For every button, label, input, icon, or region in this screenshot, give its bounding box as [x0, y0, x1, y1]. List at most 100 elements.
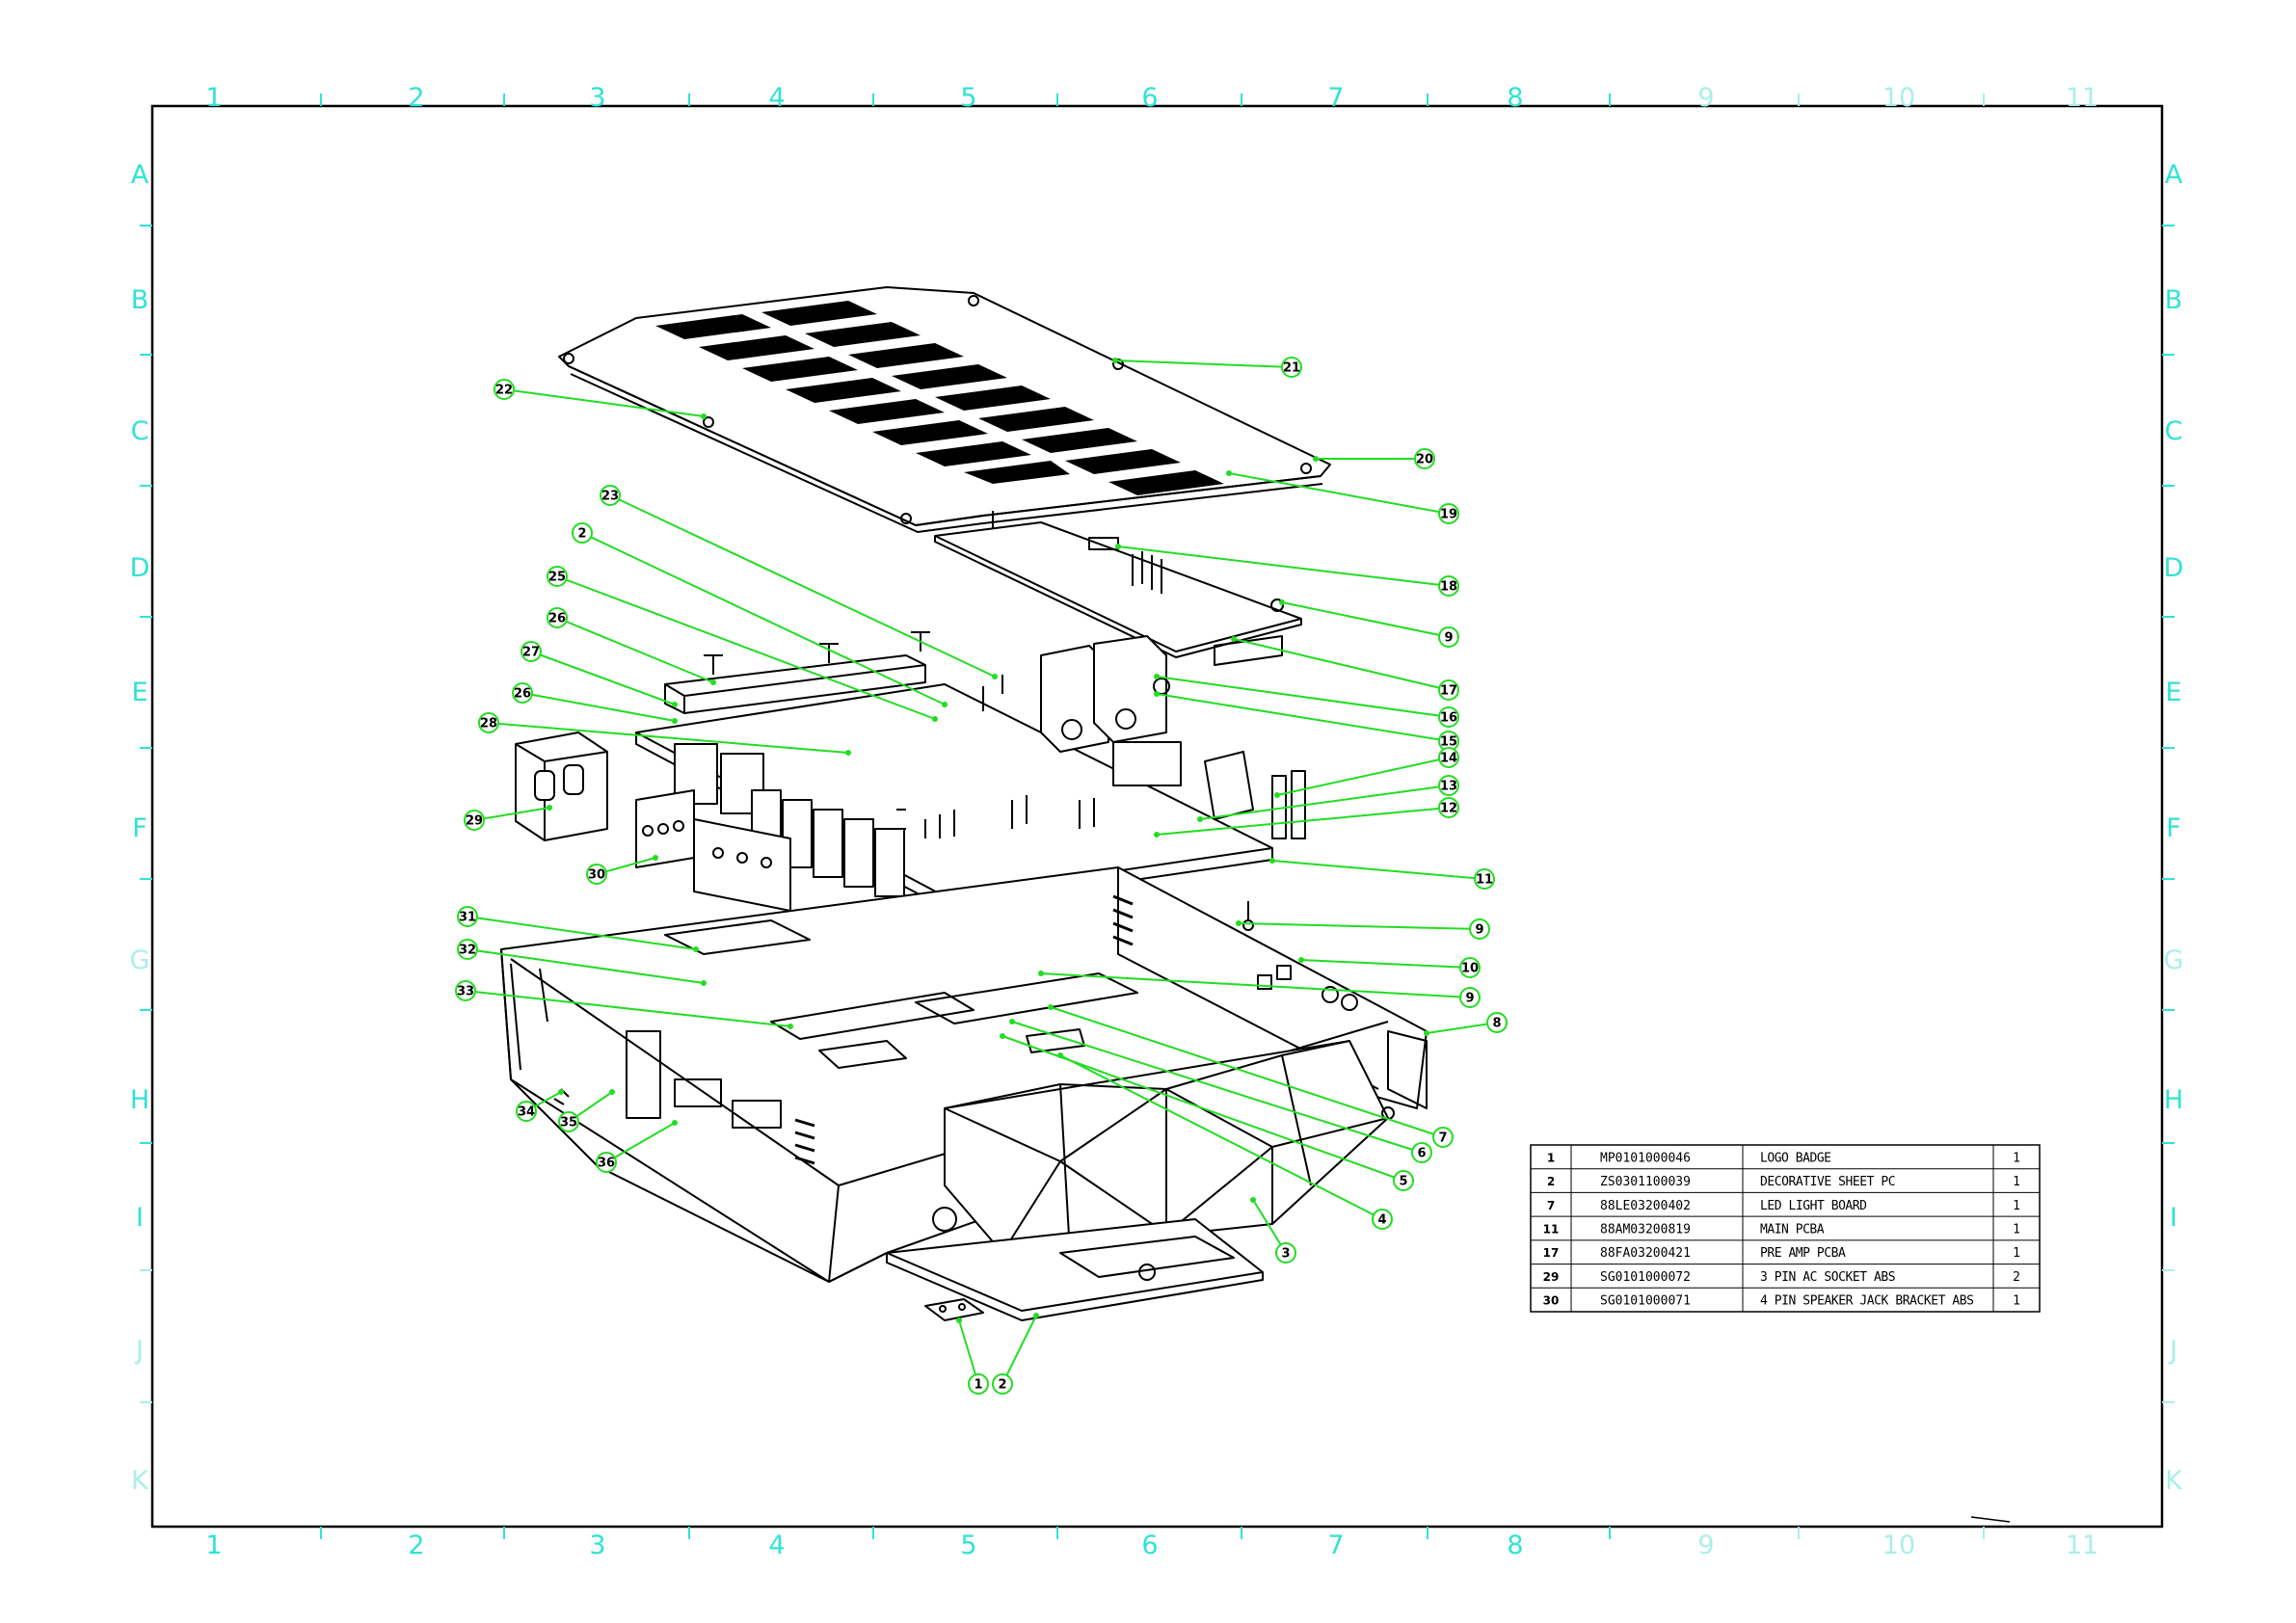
leader-dot — [547, 805, 552, 811]
leader-line — [556, 617, 714, 683]
leader-dot — [1226, 470, 1232, 476]
callout-number: 25 — [548, 571, 566, 585]
callout-number: 6 — [1417, 1147, 1426, 1161]
callout-balloon — [516, 1101, 537, 1122]
callout-balloon — [547, 607, 568, 628]
callout-balloon — [1438, 775, 1459, 796]
leader-line — [1271, 860, 1485, 880]
leader-dot — [788, 1024, 793, 1029]
callout-number: 11 — [1476, 873, 1493, 888]
leader-line — [1156, 807, 1450, 836]
callout-8: 8 — [1424, 1012, 1508, 1036]
callout-2: 2 — [572, 522, 948, 707]
callout-balloon — [1438, 626, 1459, 648]
callout-number: 35 — [560, 1116, 577, 1131]
column-label: 10 — [1882, 83, 1915, 113]
leader-line — [1199, 785, 1450, 820]
bom-quantity: 1 — [2013, 1223, 2020, 1237]
leader-line — [1114, 359, 1293, 368]
bom-part-number: SG0101000072 — [1600, 1270, 1691, 1285]
leader-dot — [1048, 1004, 1054, 1010]
column-label: 7 — [1327, 83, 1344, 113]
leader-dot — [1231, 636, 1237, 642]
row-label: H — [130, 1085, 149, 1115]
bom-description: LED LIGHT BOARD — [1760, 1199, 1867, 1213]
callout-balloon — [1438, 503, 1459, 524]
callout-balloon — [586, 864, 607, 885]
callout-number: 28 — [480, 717, 497, 732]
leader-line — [467, 916, 697, 950]
callout-number: 22 — [495, 384, 513, 398]
row-label: J — [134, 1336, 144, 1366]
leader-dot — [1112, 358, 1118, 363]
leader-dot — [932, 716, 938, 722]
callout-balloon — [1414, 448, 1435, 469]
callout-number: 27 — [522, 646, 540, 660]
callout-2: 2 — [992, 1313, 1039, 1395]
row-label: A — [131, 160, 149, 190]
callout-balloon — [1275, 1242, 1296, 1264]
row-label: C — [131, 416, 149, 446]
callout-number: 21 — [1283, 361, 1300, 376]
callout-balloon — [596, 1152, 617, 1173]
callout-36: 36 — [596, 1120, 678, 1173]
leader-dot — [1115, 544, 1121, 549]
leader-line — [473, 807, 550, 821]
leader-line — [605, 1122, 676, 1163]
column-label: 5 — [960, 83, 976, 113]
bom-item-number: 7 — [1547, 1199, 1555, 1212]
callout-number: 34 — [518, 1105, 535, 1120]
callout-balloon — [455, 980, 476, 1001]
callout-7: 7 — [1048, 1004, 1454, 1148]
row-label: G — [2164, 945, 2184, 975]
callout-balloon — [1411, 1142, 1432, 1163]
bom-description: PRE AMP PCBA — [1760, 1246, 1846, 1261]
callout-number: 9 — [1444, 631, 1453, 646]
callout-22: 22 — [494, 379, 707, 419]
leader-dot — [693, 946, 699, 952]
leader-dot — [1009, 1019, 1015, 1024]
leader-dot — [1154, 832, 1160, 838]
leader-dot — [1269, 858, 1275, 864]
leader-line — [1238, 922, 1481, 930]
callout-10: 10 — [1298, 957, 1481, 978]
row-label: K — [131, 1466, 149, 1496]
callout-balloon — [512, 682, 533, 704]
callout-balloon — [968, 1373, 989, 1395]
callout-11: 11 — [1269, 858, 1495, 890]
column-label: 4 — [768, 83, 785, 113]
leader-dot — [1038, 971, 1044, 976]
leader-dot — [558, 1089, 564, 1095]
bom-part-number: SG0101000071 — [1600, 1294, 1691, 1309]
callout-number: 26 — [514, 687, 531, 702]
bom-quantity: 1 — [2013, 1175, 2020, 1189]
bom-part-number: 88AM03200819 — [1600, 1223, 1691, 1237]
column-label: 4 — [768, 1530, 785, 1560]
column-label: 5 — [960, 1530, 976, 1560]
callout-balloon — [478, 712, 499, 733]
callout-balloon — [1438, 747, 1459, 768]
callout-20: 20 — [1313, 448, 1435, 469]
leader-dot — [672, 702, 678, 707]
callout-number: 26 — [548, 612, 566, 626]
callout-balloon — [1432, 1127, 1454, 1148]
leader-dot — [992, 674, 998, 679]
leader-line — [1156, 693, 1450, 742]
row-label: H — [2164, 1085, 2183, 1115]
leader-dot — [1154, 691, 1160, 697]
leader-dot — [1313, 456, 1319, 462]
leader-line — [521, 692, 676, 722]
callout-27: 27 — [521, 641, 678, 707]
column-label: 8 — [1507, 83, 1523, 113]
row-label: F — [132, 813, 147, 843]
callout-number: 8 — [1492, 1017, 1501, 1031]
row-label: I — [136, 1203, 144, 1233]
callout-number: 15 — [1440, 735, 1457, 750]
callout-number: 16 — [1440, 711, 1457, 726]
column-label: 1 — [205, 83, 222, 113]
callout-26: 26 — [547, 607, 716, 685]
row-label: K — [2165, 1466, 2183, 1496]
callout-balloon — [494, 379, 515, 400]
